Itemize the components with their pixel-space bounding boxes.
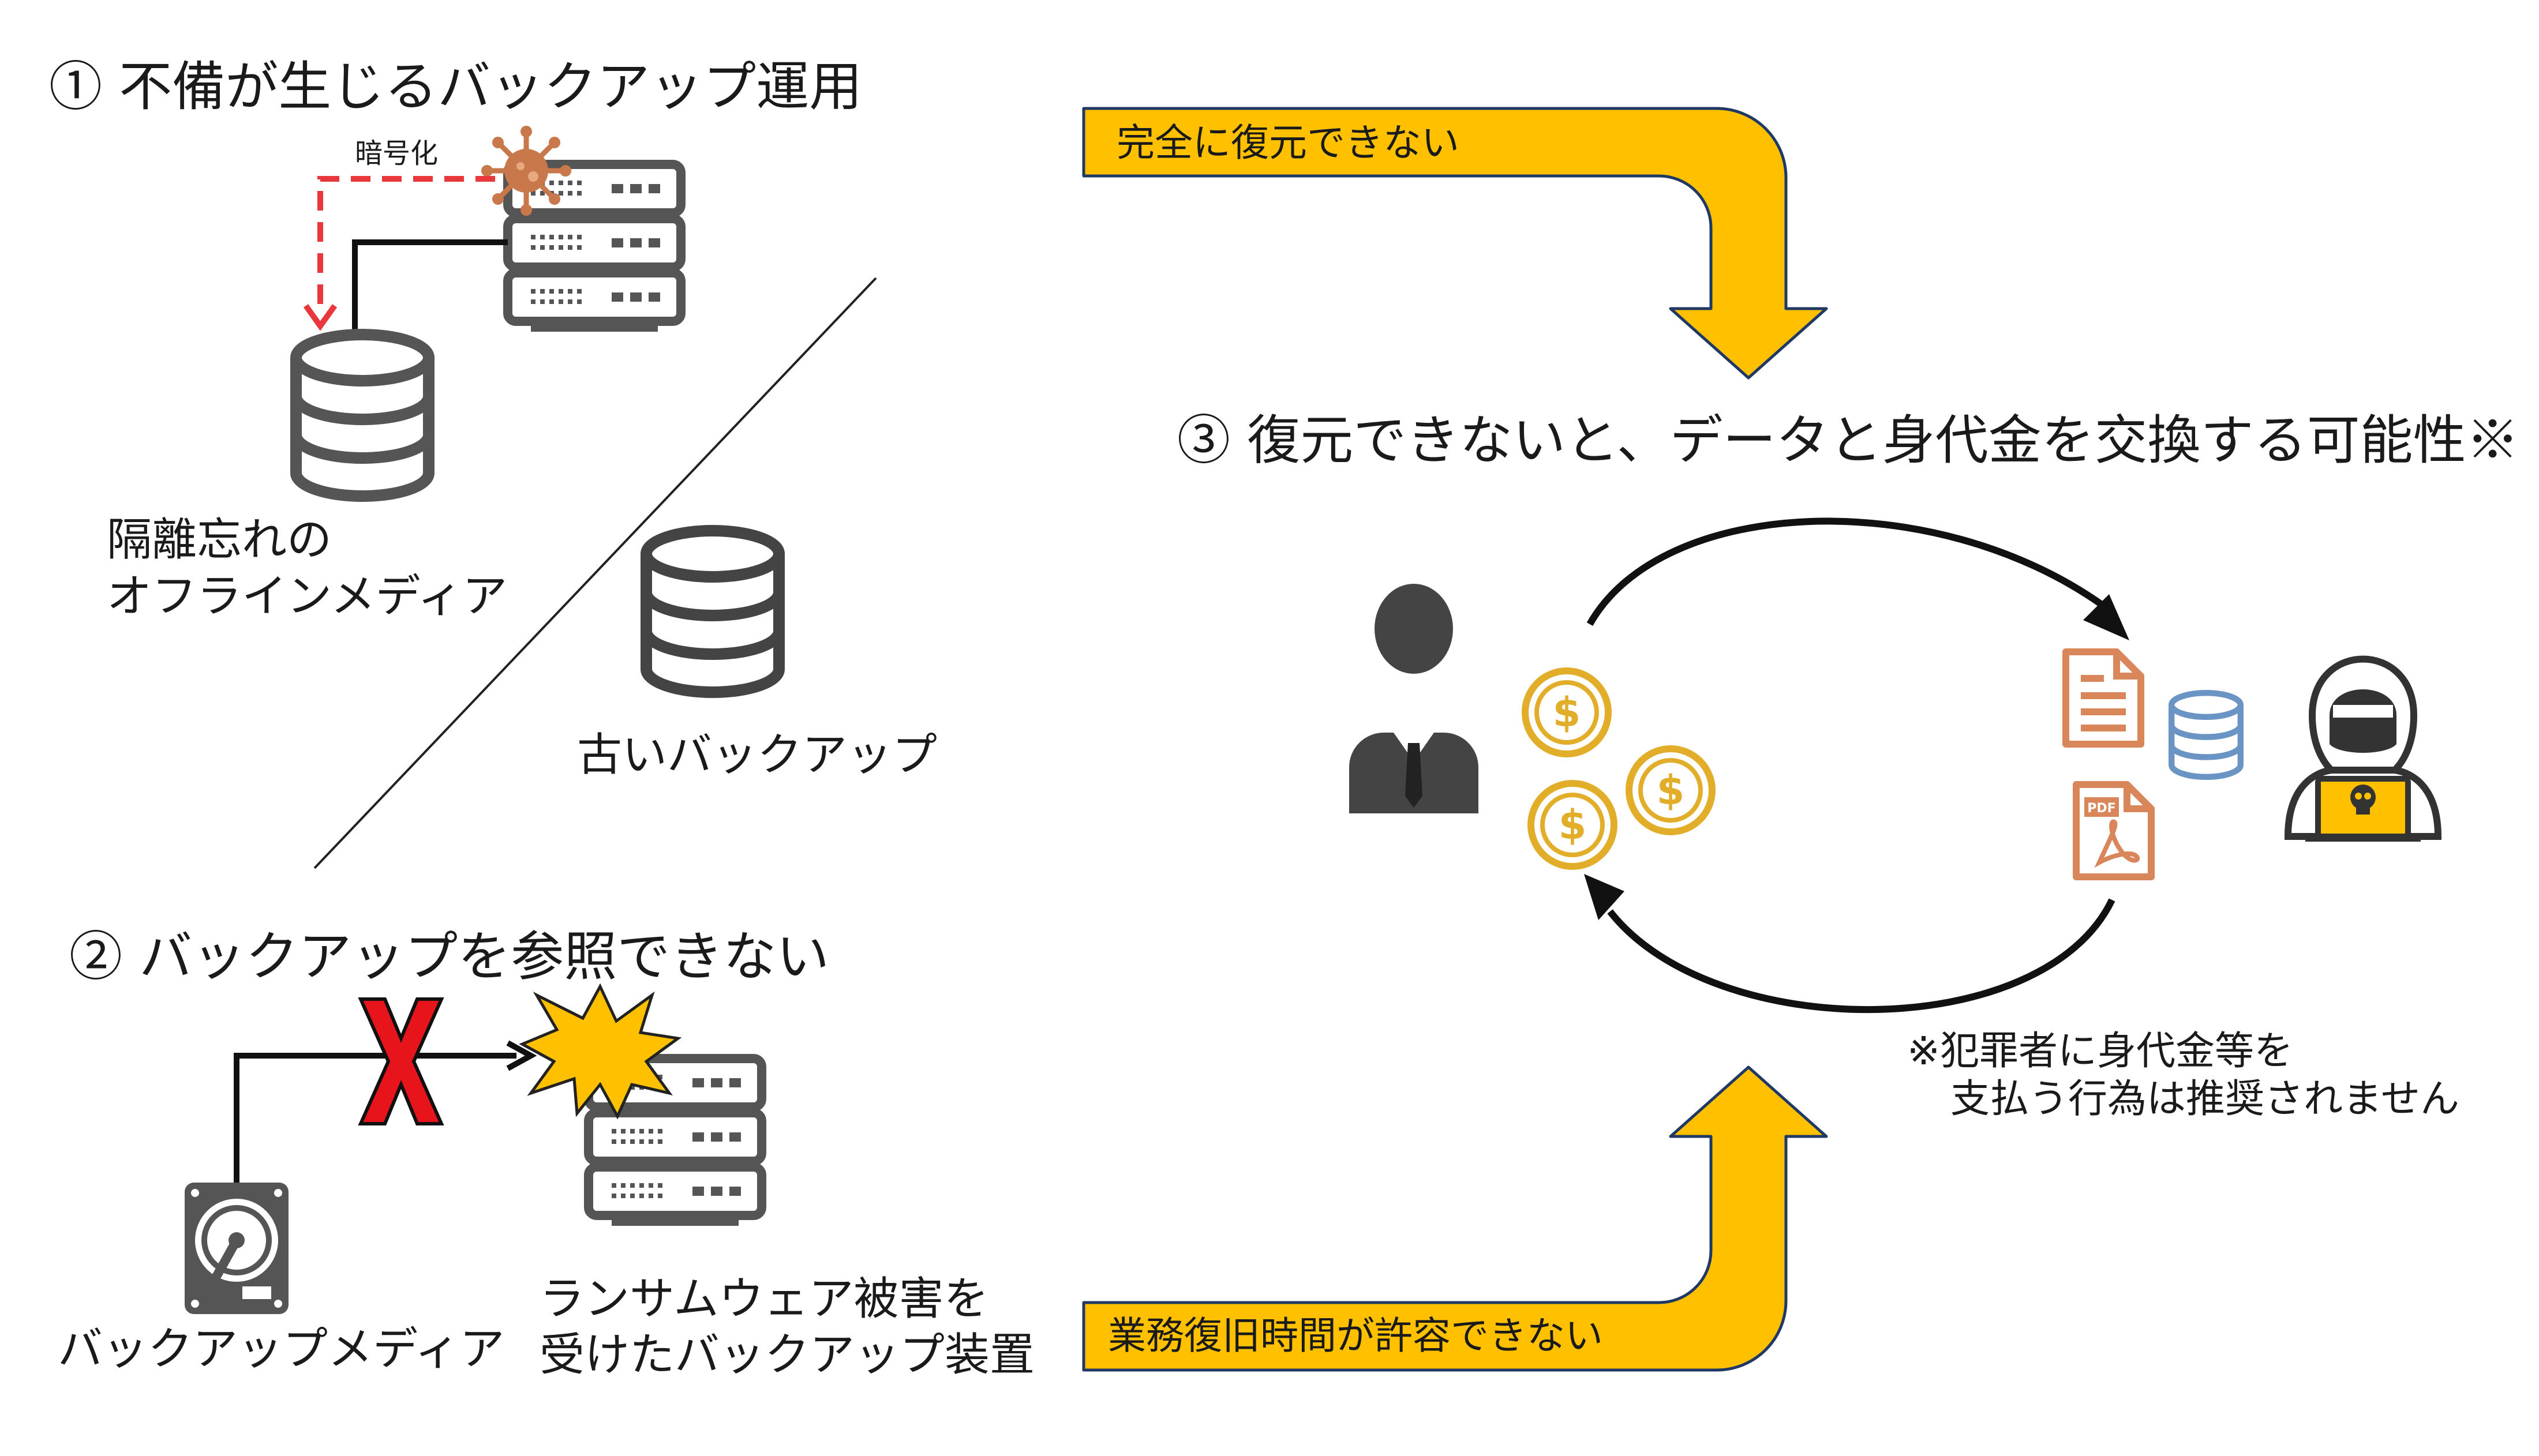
top-arrow-label: 完全に復元できない [1117, 121, 1459, 165]
note-line-1: ※犯罪者に身代金等を [1907, 1029, 2293, 1074]
forgotten-media-label-2: オフラインメディア [107, 571, 507, 622]
bottom-curved-arrow [1082, 1065, 1828, 1372]
database-icon [2171, 693, 2241, 777]
hard-drive-icon [185, 1183, 289, 1314]
backup-media-label: バックアップメディア [58, 1323, 505, 1375]
old-backup-database-icon [646, 531, 779, 692]
section2-title: ② バックアップを参照できない [69, 926, 829, 988]
old-backup-label: 古いバックアップ [577, 729, 937, 781]
coin-icon [1531, 783, 1614, 866]
coin-icon [1525, 671, 1608, 754]
section1-title: ① 不備が生じるバックアップ運用 [49, 56, 862, 118]
top-curved-arrow [1082, 107, 1828, 380]
explosion-icon [519, 983, 682, 1120]
businessman-icon [1349, 584, 1478, 813]
connection-line [352, 239, 508, 340]
svg-text:PDF: PDF [2087, 801, 2115, 816]
encrypt-label: 暗号化 [355, 137, 438, 170]
note-line-2: 支払う行為は推奨されません [1950, 1076, 2459, 1122]
document-icon [2062, 648, 2144, 748]
damaged-device-label-1: ランサムウェア被害を [540, 1273, 988, 1325]
forgotten-media-label-1: 隔離忘れの [107, 514, 332, 566]
virus-icon [481, 126, 571, 216]
pdf-icon: PDF [2073, 781, 2155, 880]
database-icon [296, 335, 429, 496]
encryption-path [303, 176, 495, 331]
skull-icon [2350, 785, 2376, 815]
damaged-device-label-2: 受けたバックアップ装置 [540, 1329, 1035, 1381]
cross-mark-icon [358, 997, 444, 1125]
coin-icon [1629, 749, 1712, 832]
blocked-connection [234, 1040, 537, 1183]
exchange-cycle [1584, 517, 2129, 1013]
bottom-arrow-label: 業務復旧時間が許容できない [1108, 1314, 1603, 1358]
server-icon [508, 164, 681, 332]
divider-line [313, 277, 877, 869]
damaged-server-icon [589, 1059, 762, 1226]
section3-title: ③ 復元できないと、データと身代金を交換する可能性※ [1177, 410, 2519, 471]
